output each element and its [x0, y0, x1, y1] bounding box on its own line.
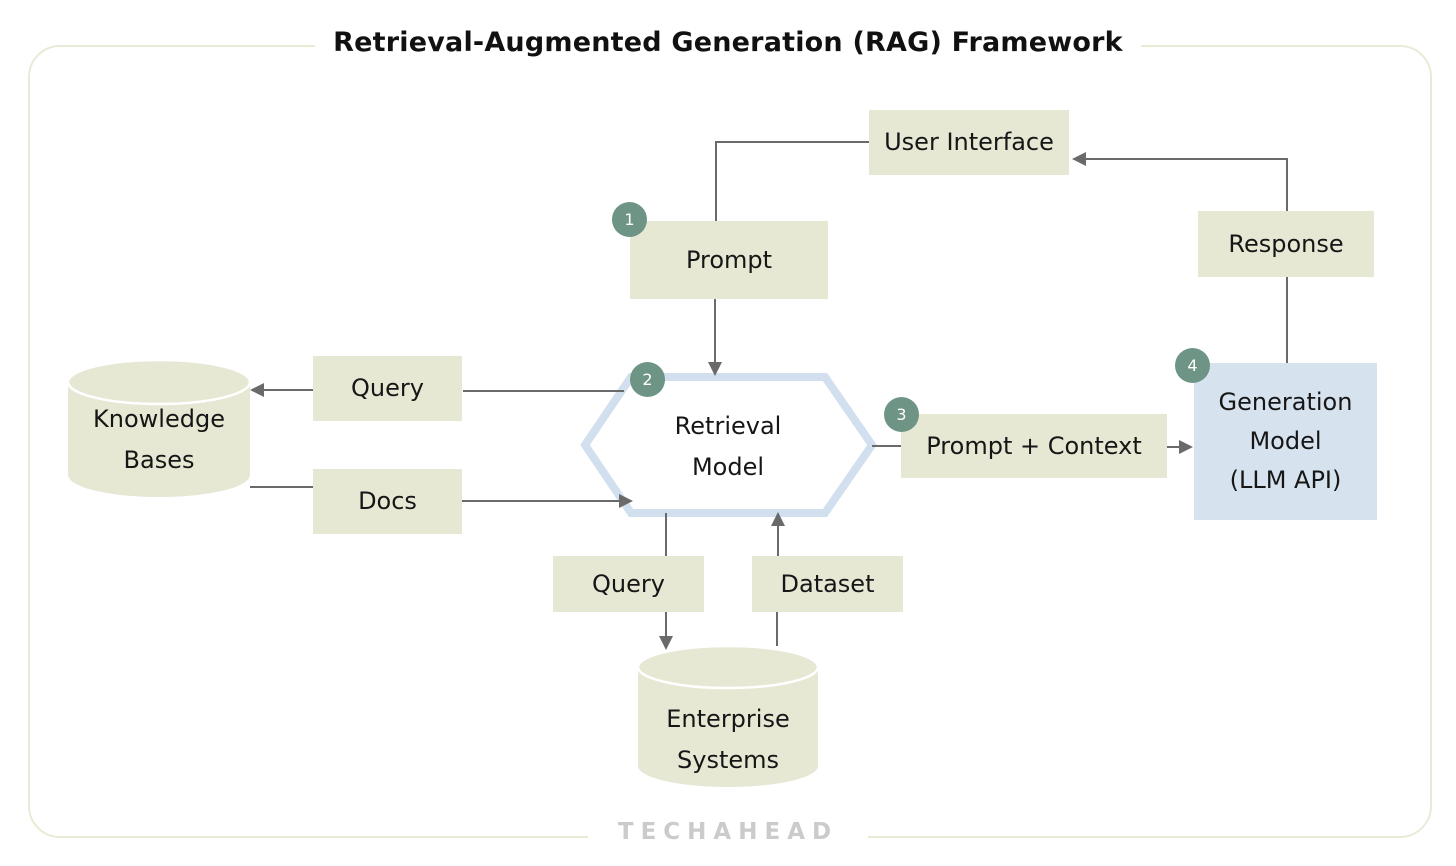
node-generation-model: Generation Model (LLM API)	[1194, 363, 1377, 520]
knowledge-bases-cylinder-body	[68, 382, 250, 497]
node-query-to-enterprise: Query	[553, 556, 704, 612]
line-userinterface-to-prompt	[715, 141, 869, 221]
node-prompt-context: Prompt + Context	[901, 414, 1167, 478]
knowledge-bases-cylinder-top	[66, 358, 252, 406]
arrow-response-to-userinterface	[1072, 152, 1086, 166]
node-user-interface: User Interface	[869, 110, 1069, 175]
knowledge-bases-label: Knowledge Bases	[93, 405, 225, 474]
node-query-to-knowledge-bases: Query	[313, 356, 462, 421]
node-response: Response	[1198, 211, 1374, 277]
diagram-title: Retrieval-Augmented Generation (RAG) Fra…	[315, 27, 1141, 58]
arrow-promptcontext-to-generation	[1179, 440, 1193, 454]
enterprise-systems-cylinder-body	[638, 667, 818, 787]
enterprise-systems-cylinder	[636, 644, 820, 787]
retrieval-model-label: Retrieval Model	[674, 412, 782, 481]
step-badge-3: 3	[884, 397, 919, 432]
node-docs: Docs	[313, 469, 462, 534]
arrow-querybottom-to-enterprise	[659, 636, 673, 650]
arrow-query-to-knowledgebases	[250, 383, 264, 397]
step-badge-2: 2	[630, 362, 665, 397]
line-response-to-userinterface	[1086, 158, 1288, 211]
node-prompt: Prompt	[630, 221, 828, 299]
step-badge-1: 1	[612, 202, 647, 237]
arrow-docs-to-retrieval	[619, 494, 633, 508]
arrow-dataset-to-retrieval	[771, 512, 785, 526]
knowledge-bases-cylinder	[66, 358, 252, 497]
enterprise-systems-cylinder-top	[636, 644, 820, 690]
enterprise-systems-label: Enterprise Systems	[666, 705, 790, 774]
connectors	[250, 141, 1288, 650]
node-dataset: Dataset	[752, 556, 903, 612]
arrow-prompt-to-retrieval	[708, 362, 722, 376]
techahead-logo: TECHAHEAD	[587, 819, 869, 845]
step-badge-4: 4	[1175, 348, 1210, 383]
